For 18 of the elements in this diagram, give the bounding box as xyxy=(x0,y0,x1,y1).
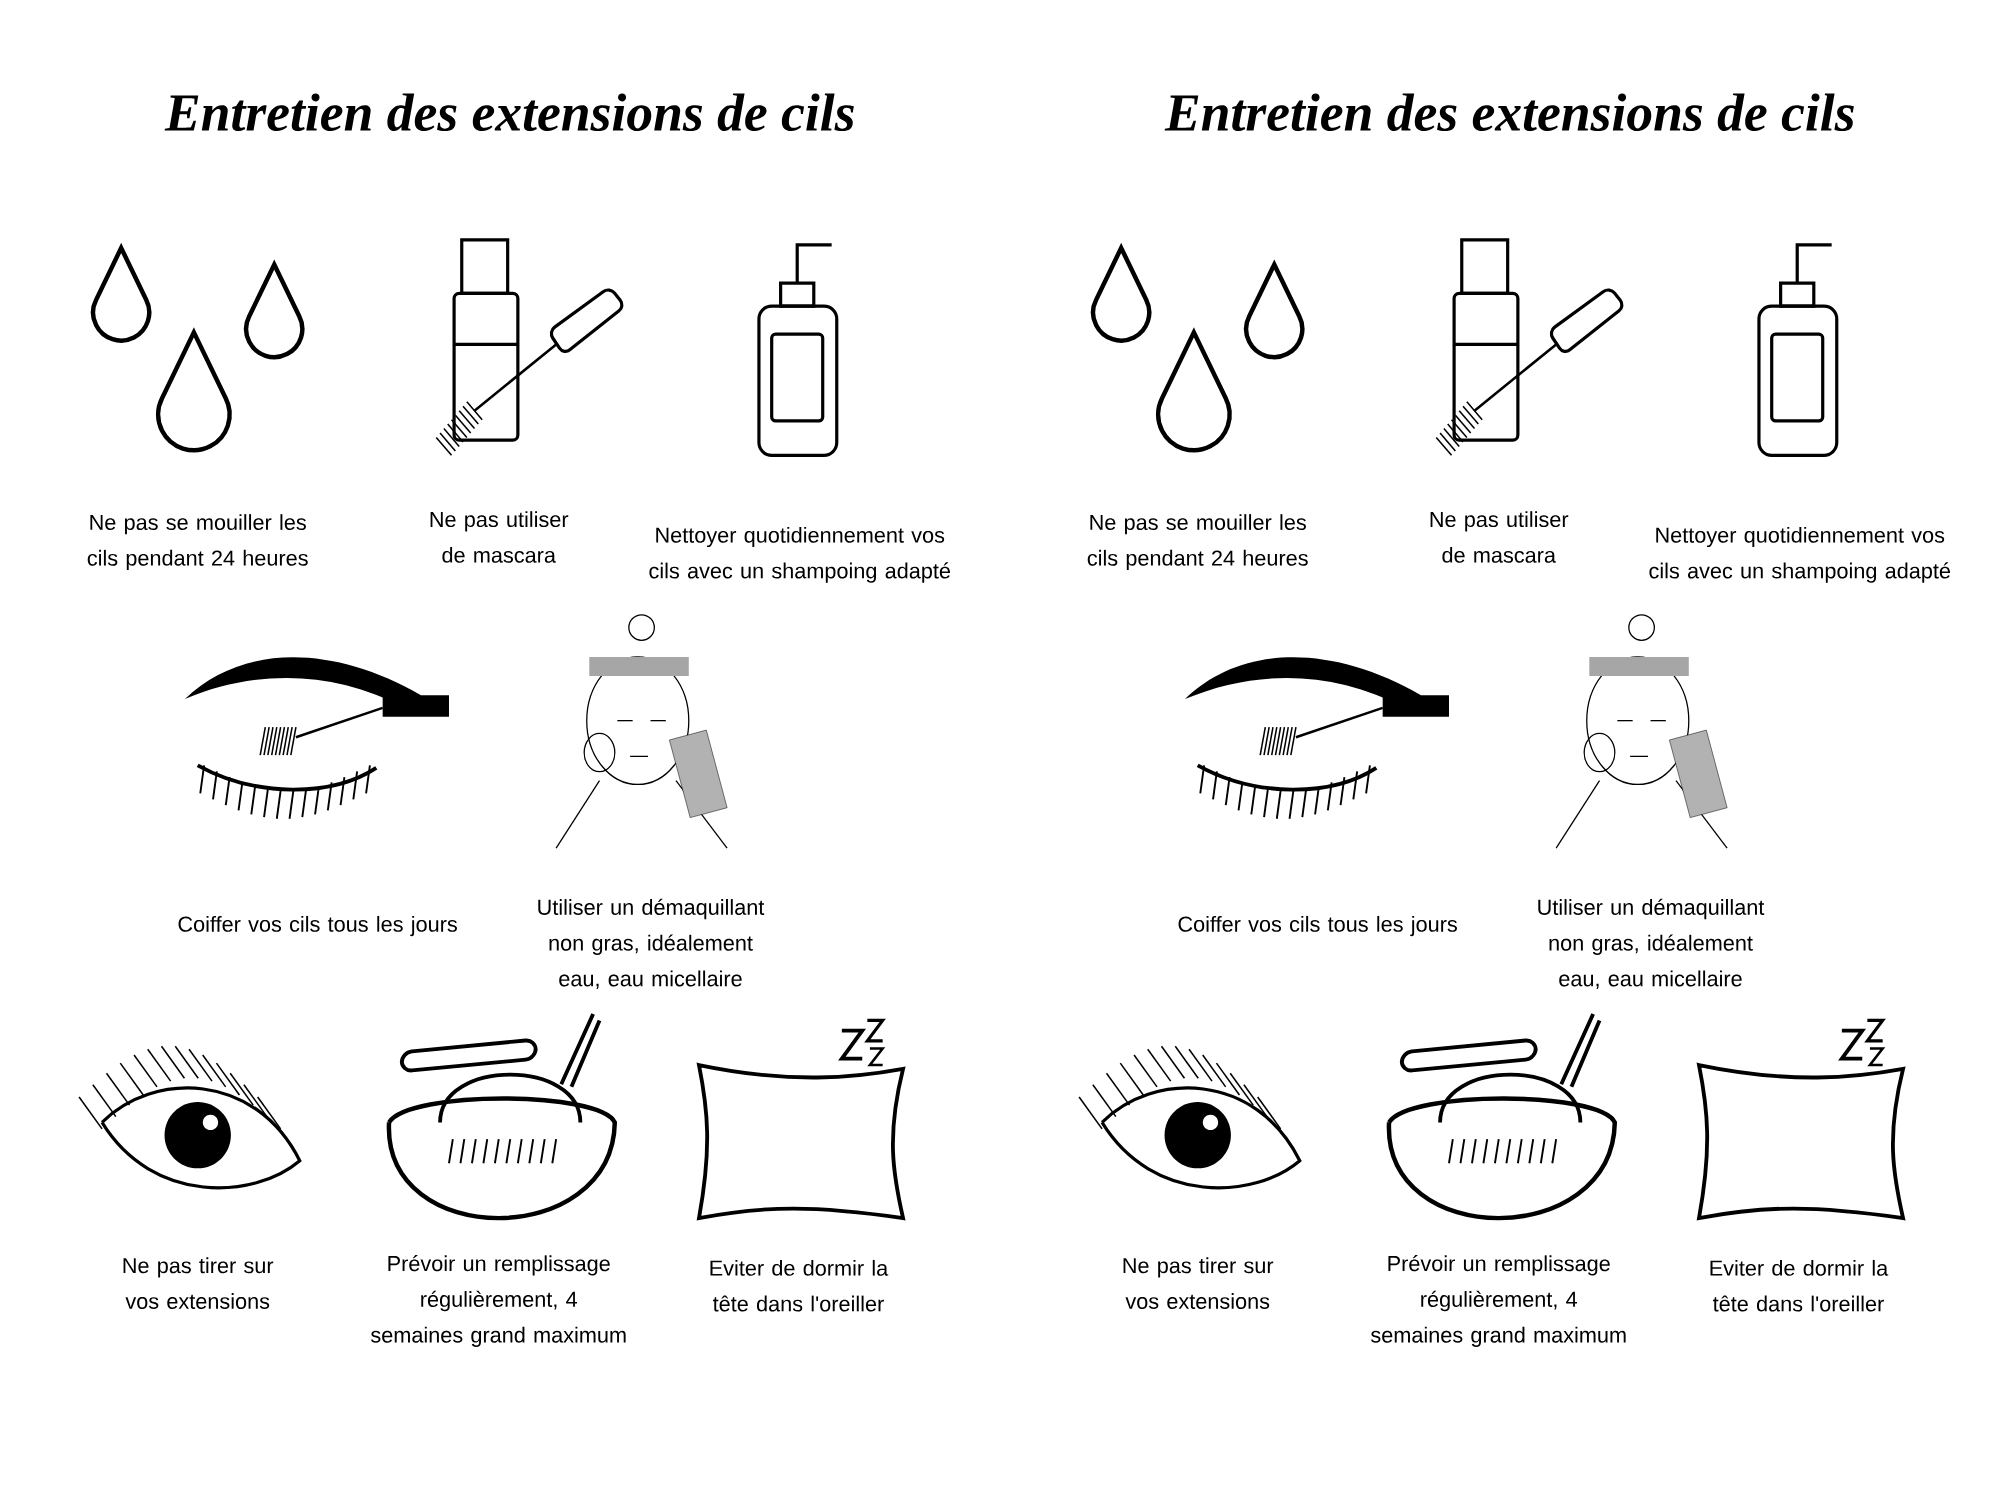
caption-text: Eviter de dormir la tête dans l'oreiller xyxy=(710,1259,889,1312)
caption-text: Coiffer vos cils tous les jours xyxy=(178,915,457,936)
caption-text: Ne pas tirer sur vos extensions xyxy=(123,1257,274,1309)
caption-text: Nettoyer quotidiennement vos cils avec un shampoing adapté xyxy=(1649,526,1950,583)
caption-text: Ne pas se mouiller les cils pendant 24 heures xyxy=(87,513,308,570)
caption-text: Ne pas utiliser de mascara xyxy=(1430,510,1569,563)
caption-text: Ne pas tirer sur vos extensions xyxy=(1123,1257,1274,1309)
caption-text: Prévoir un remplissage régulièrement, 4 semaines grand maximum xyxy=(1371,1254,1626,1347)
caption-text: Eviter de dormir la tête dans l'oreiller xyxy=(1710,1259,1889,1312)
title: Entretien des extensions de cils xyxy=(164,93,854,131)
caption-text: Nettoyer quotidiennement vos cils avec un shampoing adapté xyxy=(649,526,950,583)
caption-text: Ne pas utiliser de mascara xyxy=(430,510,569,563)
caption-text: Coiffer vos cils tous les jours xyxy=(1178,915,1457,936)
title: Entretien des extensions de cils xyxy=(1164,93,1854,131)
caption-text: Utiliser un démaquillant non gras, idéalement eau, eau micellaire xyxy=(1538,898,1765,989)
caption-text: Utiliser un démaquillant non gras, idéalement eau, eau micellaire xyxy=(538,898,765,989)
caption-text: Prévoir un remplissage régulièrement, 4 semaines grand maximum xyxy=(371,1254,626,1347)
caption-text: Ne pas se mouiller les cils pendant 24 heures xyxy=(1087,513,1308,570)
